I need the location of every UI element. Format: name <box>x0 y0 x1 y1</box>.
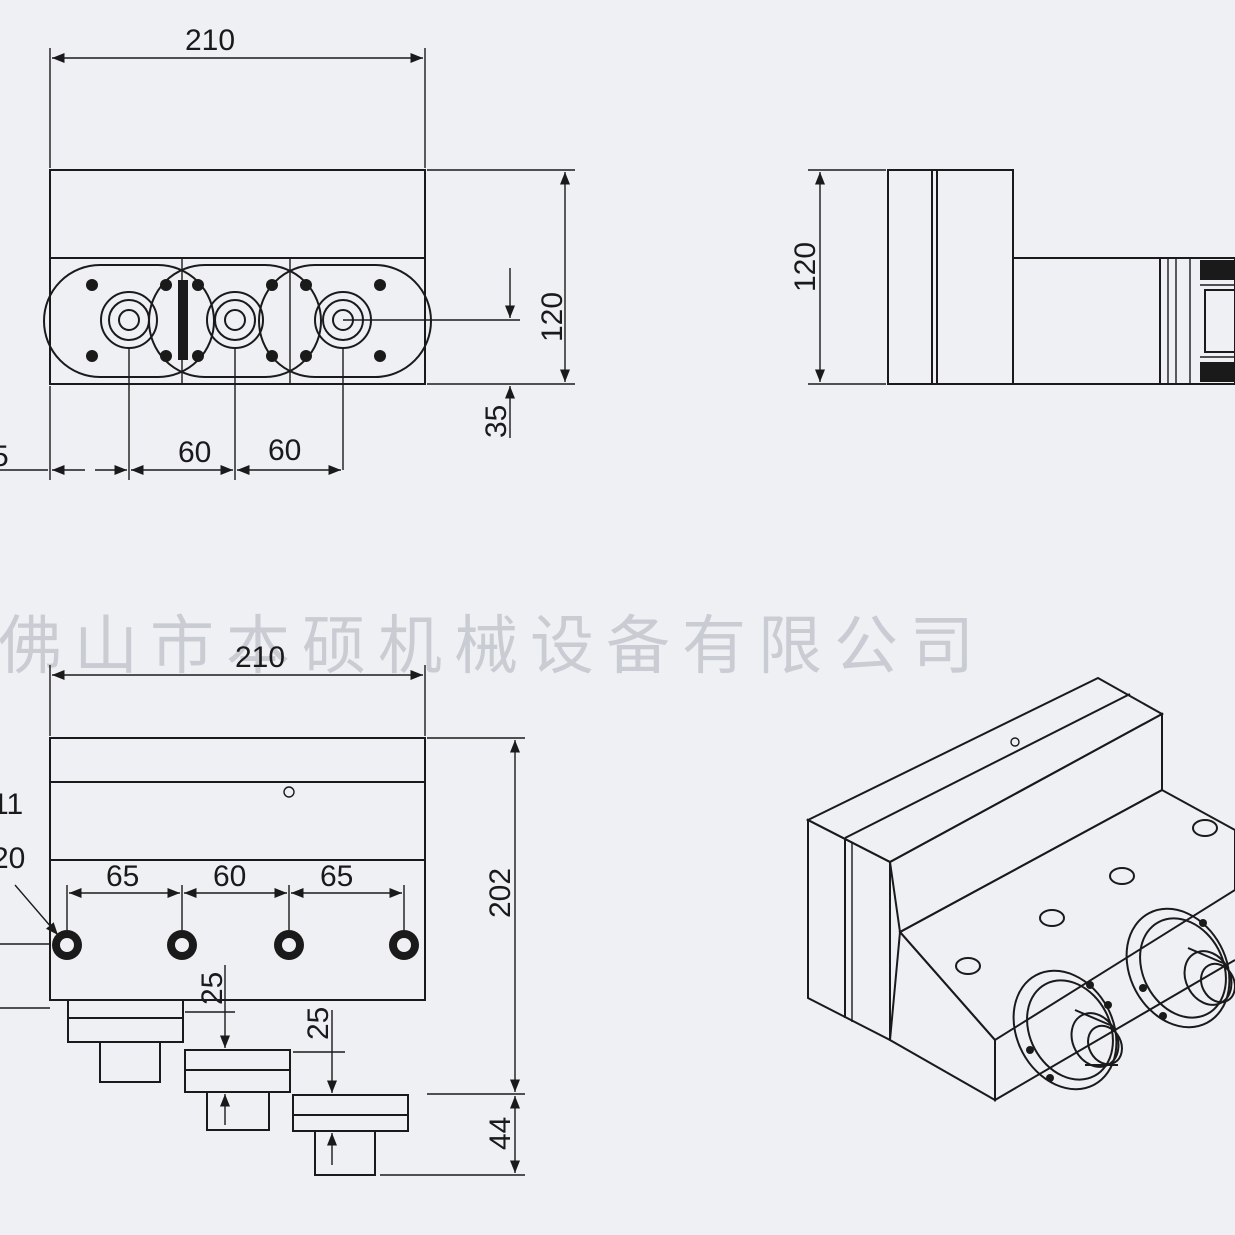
top-width-label: 210 <box>235 641 285 674</box>
top-hole-label-1: 11 <box>0 788 23 821</box>
front-spacing-1-label: 60 <box>178 436 211 469</box>
iso-flange-2 <box>1125 907 1235 1029</box>
front-body-outline <box>49 169 426 385</box>
top-height-label: 202 <box>484 868 517 918</box>
top-spacing-2-label: 60 <box>213 860 246 893</box>
top-body-outline <box>49 737 426 1001</box>
front-flange-3 <box>258 264 432 378</box>
top-mounting-holes <box>52 930 419 960</box>
front-view: 210 120 35 5 60 60 <box>0 24 575 480</box>
top-hole-label-2: 20 <box>0 842 25 875</box>
watermark-text: 佛山市本硕机械设备有限公司 <box>0 610 986 684</box>
front-offset-label: 35 <box>480 405 513 438</box>
iso-flange-1 <box>1012 969 1123 1091</box>
front-height-label: 120 <box>536 292 569 342</box>
top-spacing-3-label: 65 <box>320 860 353 893</box>
top-connector-blocks <box>67 999 409 1176</box>
top-view: 210 202 44 11 20 65 60 65 25 25 <box>0 641 525 1176</box>
front-spacing-left-label: 5 <box>0 440 9 473</box>
top-bottom-label: 44 <box>484 1117 517 1150</box>
top-spacing-1-label: 65 <box>106 860 139 893</box>
front-width-label: 210 <box>185 24 235 57</box>
isometric-view <box>805 676 1235 1102</box>
side-body-outline <box>887 169 1014 385</box>
side-height-label: 120 <box>789 242 822 292</box>
side-view: 120 <box>789 169 1235 385</box>
top-depth-2-label: 25 <box>302 1007 335 1040</box>
top-depth-1-label: 25 <box>196 972 229 1005</box>
front-spacing-2-label: 60 <box>268 434 301 467</box>
